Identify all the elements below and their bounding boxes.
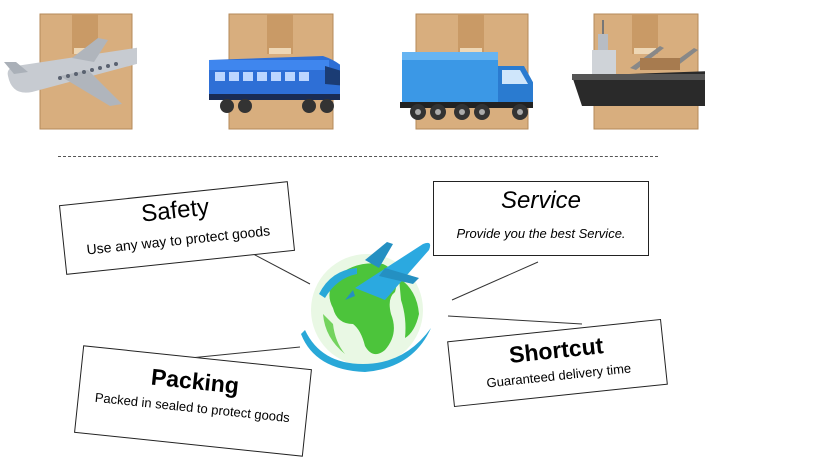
feature-card-service: Service Provide you the best Service.	[433, 181, 649, 256]
transport-air	[2, 6, 137, 132]
globe-with-airplane-icon	[301, 242, 431, 372]
truck-icon	[400, 13, 533, 130]
globe-with-airplane	[295, 238, 437, 378]
transport-road	[398, 6, 533, 132]
ship-icon	[572, 13, 705, 130]
train-icon	[209, 13, 340, 130]
transport-rail	[205, 6, 340, 132]
transport-sea	[570, 6, 705, 132]
feature-title-service: Service	[500, 187, 582, 214]
section-divider	[58, 156, 658, 157]
feature-text-service: Provide you the best Service.	[456, 226, 626, 241]
airplane-icon	[4, 13, 137, 130]
